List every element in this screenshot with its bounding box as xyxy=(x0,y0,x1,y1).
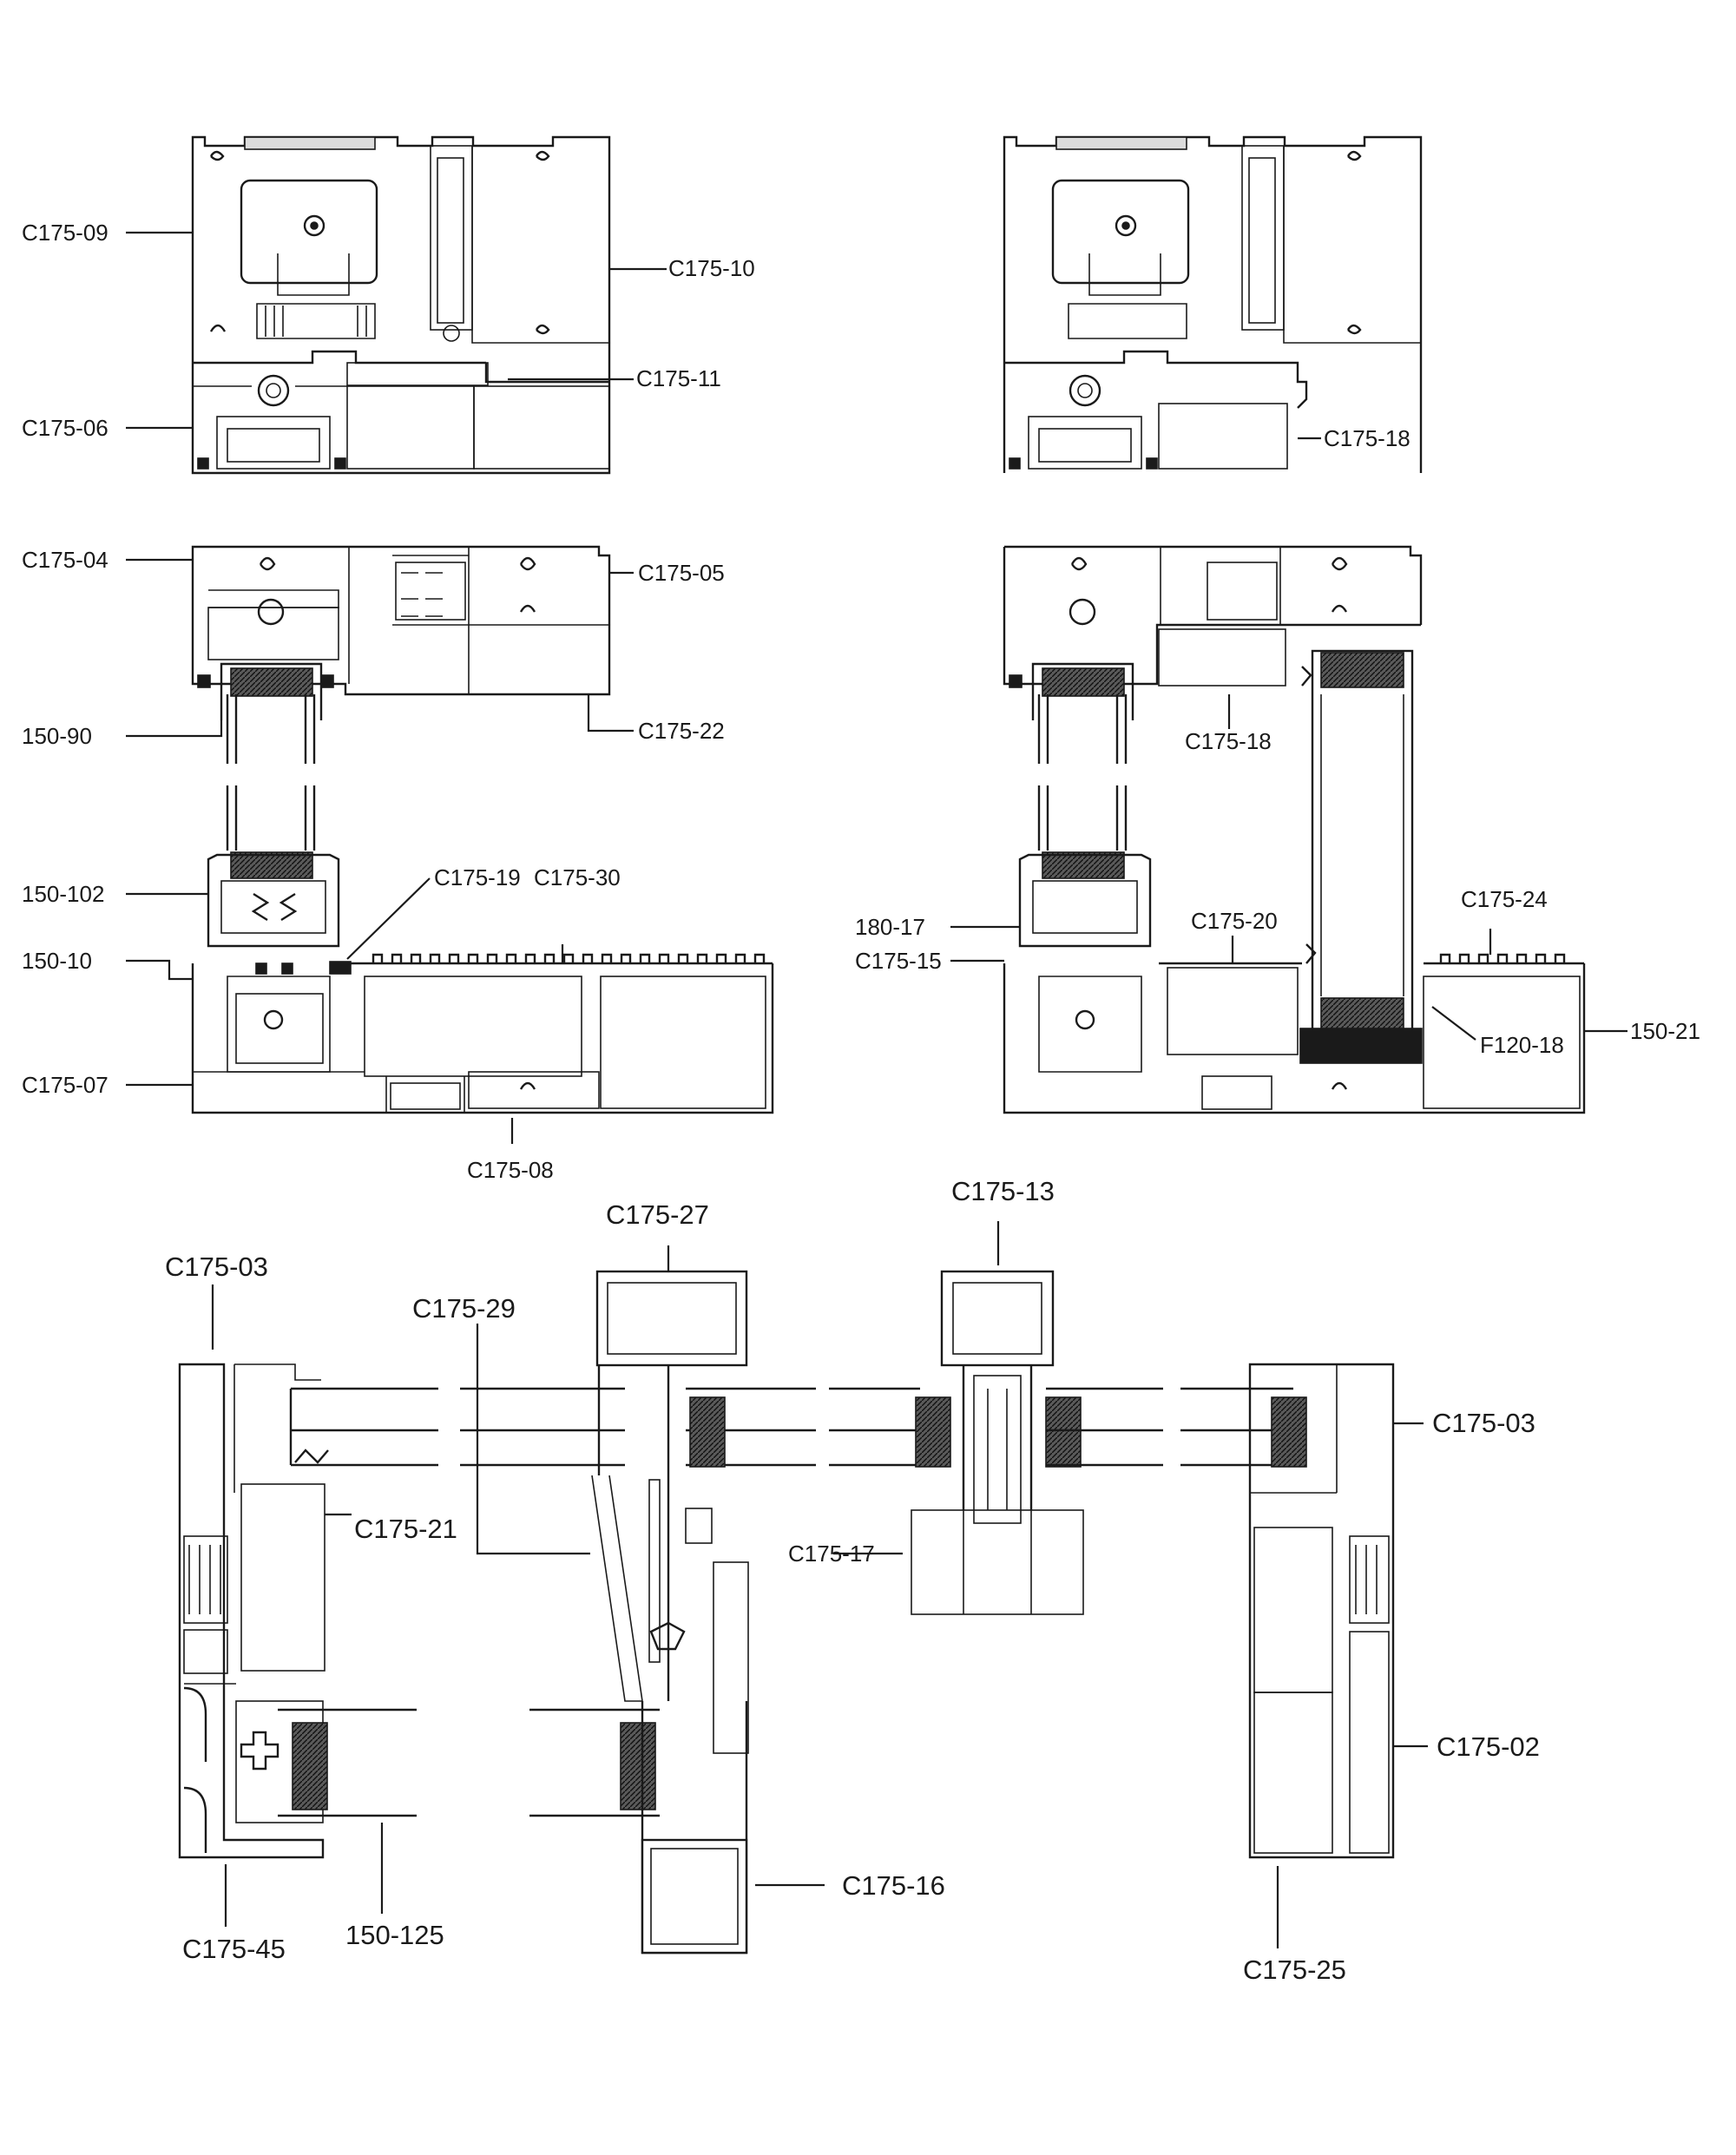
label-c175-11: C175-11 xyxy=(636,365,721,391)
label-150-102: 150-102 xyxy=(22,881,104,907)
label-c175-18-mid: C175-18 xyxy=(1185,728,1272,754)
label-c175-03-right: C175-03 xyxy=(1432,1408,1535,1438)
label-c175-29: C175-29 xyxy=(412,1293,516,1324)
label-c175-08: C175-08 xyxy=(467,1157,554,1183)
label-150-90: 150-90 xyxy=(22,723,92,749)
label-c175-22: C175-22 xyxy=(638,718,725,744)
label-150-10: 150-10 xyxy=(22,948,92,974)
section-bottom xyxy=(178,1270,1395,1955)
section-top-left xyxy=(191,135,611,475)
label-c175-10: C175-10 xyxy=(668,255,755,281)
label-c175-07: C175-07 xyxy=(22,1072,108,1098)
section-mid-right xyxy=(1003,545,1586,1114)
leaders xyxy=(126,231,1628,1948)
label-c175-15: C175-15 xyxy=(855,948,942,974)
section-mid-left xyxy=(191,545,774,1114)
label-c175-18-top: C175-18 xyxy=(1324,425,1410,451)
label-c175-24: C175-24 xyxy=(1461,886,1548,912)
labels: C175-09 C175-10 C175-11 C175-06 C175-18 … xyxy=(22,220,1700,1985)
label-c175-09: C175-09 xyxy=(22,220,108,246)
label-c175-19: C175-19 xyxy=(434,864,521,890)
label-c175-06: C175-06 xyxy=(22,415,108,441)
label-c175-27: C175-27 xyxy=(606,1199,709,1230)
section-top-right xyxy=(1003,135,1423,473)
label-c175-30: C175-30 xyxy=(534,864,621,890)
label-150-125: 150-125 xyxy=(345,1920,444,1950)
label-c175-21: C175-21 xyxy=(354,1514,457,1544)
label-c175-04: C175-04 xyxy=(22,547,108,573)
label-180-17: 180-17 xyxy=(855,914,925,940)
label-150-21: 150-21 xyxy=(1630,1018,1700,1044)
label-c175-17: C175-17 xyxy=(788,1541,875,1567)
label-c175-03-left: C175-03 xyxy=(165,1252,268,1282)
label-c175-20: C175-20 xyxy=(1191,908,1278,934)
label-c175-16: C175-16 xyxy=(842,1870,945,1901)
label-c175-45: C175-45 xyxy=(182,1934,286,1964)
label-c175-25: C175-25 xyxy=(1243,1955,1346,1985)
label-f120-18: F120-18 xyxy=(1480,1032,1564,1058)
label-c175-02: C175-02 xyxy=(1437,1731,1540,1762)
label-c175-13: C175-13 xyxy=(951,1176,1055,1206)
label-c175-05: C175-05 xyxy=(638,560,725,586)
